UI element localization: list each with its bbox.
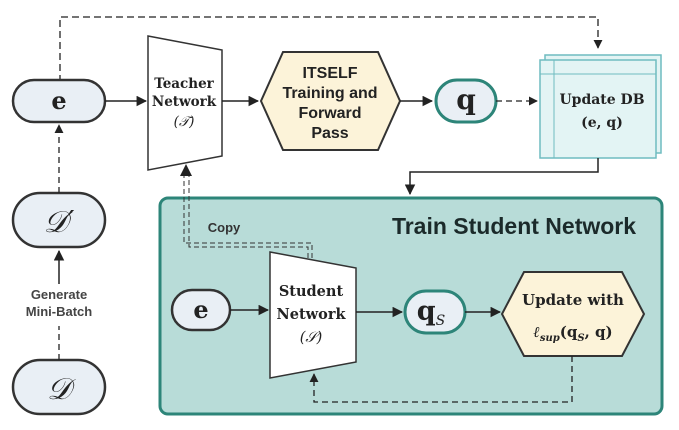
student-network-shape <box>269 251 357 379</box>
qs-label: qS <box>417 296 445 329</box>
d-prime-label: 𝒟′ <box>44 205 75 240</box>
update-with-loss: ℓsup(qS, q) <box>533 323 612 344</box>
update-db-label-2: (e, q) <box>581 115 623 131</box>
teacher-label-1: Teacher <box>154 76 214 92</box>
itself-label-3: Forward <box>298 105 361 122</box>
itself-label-1: ITSELF <box>302 65 357 82</box>
teacher-label-3: (𝒯) <box>174 114 195 130</box>
train-student-title: Train Student Network <box>392 213 636 239</box>
itself-hexagon <box>259 51 402 151</box>
arrow-db-to-student <box>404 158 599 196</box>
copy-line-outer <box>183 174 313 258</box>
arrow-e-to-db <box>59 16 603 82</box>
generate-label-1: Generate <box>31 287 87 302</box>
itself-label-2: Training and <box>282 85 377 102</box>
itself-label-4: Pass <box>311 125 348 142</box>
update-db-label-1: Update DB <box>559 92 644 108</box>
teacher-network-shape <box>147 35 223 171</box>
copy-label: Copy <box>208 220 241 235</box>
student-label-3: (𝒮) <box>300 330 323 346</box>
e-bottom-label: e <box>193 295 208 324</box>
update-db-box <box>539 59 657 159</box>
update-with-hexagon <box>500 271 646 357</box>
teacher-label-2: Network <box>152 94 217 110</box>
student-label-1: Student <box>279 283 344 300</box>
update-with-label: Update with <box>522 291 624 309</box>
copy-arrowhead <box>180 164 192 176</box>
e-top-label: e <box>51 86 66 115</box>
generate-label-2: Mini-Batch <box>26 304 93 319</box>
student-label-2: Network <box>276 306 346 323</box>
arrow-update-to-student <box>309 356 573 403</box>
q-top-label: q <box>456 83 476 116</box>
